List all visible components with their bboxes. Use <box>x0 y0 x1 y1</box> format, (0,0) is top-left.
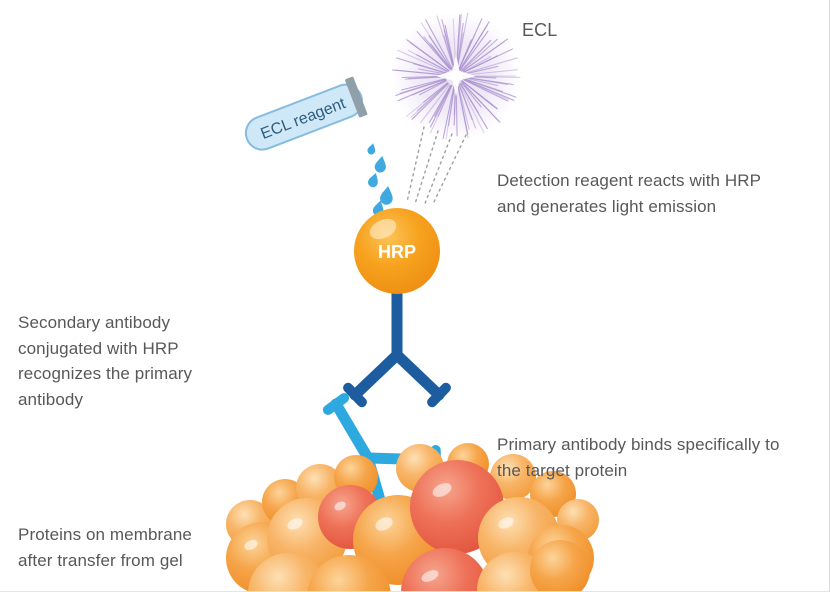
protein-sphere-cluster <box>226 443 599 591</box>
caption-primary-antibody: Primary antibody binds specifically to t… <box>497 435 780 480</box>
secondary-antibody <box>343 291 451 408</box>
light-rays-dashed <box>406 126 467 207</box>
reagent-droplets <box>367 143 393 216</box>
tube-rim <box>345 76 368 118</box>
ecl-light-burst-icon <box>391 12 521 140</box>
ecl-reagent-tube: ECL reagent <box>244 76 368 151</box>
hrp-sphere <box>354 208 440 294</box>
caption-detection-reagent: Detection reagent reacts with HRP and ge… <box>497 171 761 216</box>
hrp-label: HRP <box>378 242 416 262</box>
caption-secondary-antibody: Secondary antibody conjugated with HRP r… <box>18 313 193 409</box>
hrp-enzyme: HRP <box>354 208 440 294</box>
ecl-label: ECL <box>522 20 558 40</box>
caption-proteins-membrane: Proteins on membrane after transfer from… <box>18 525 192 570</box>
tube-body <box>244 83 363 151</box>
